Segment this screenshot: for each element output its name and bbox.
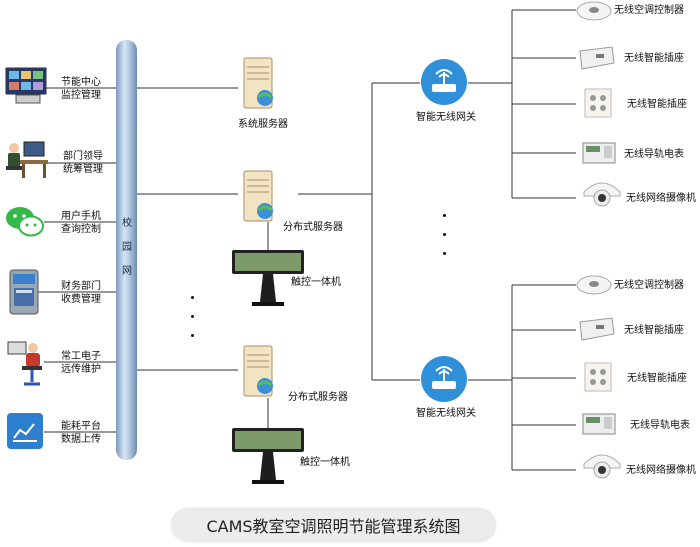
smart-socket-icon — [576, 45, 616, 75]
device-bottom-label-2: 无线智能插座 — [624, 325, 684, 336]
gateway-2-label: 智能无线网关 — [416, 408, 476, 419]
device-top-label-3: 无线智能插座 — [627, 99, 687, 110]
distributed-server-2-icon — [238, 343, 278, 403]
ac-controller-icon — [576, 0, 612, 26]
din-rail-meter-icon — [582, 413, 616, 439]
campus-network-backbone — [116, 40, 137, 460]
technician-icon — [6, 340, 46, 392]
device-bottom-label-5: 无线网络摄像机 — [626, 465, 696, 476]
desk-operator-icon — [2, 138, 50, 184]
node-label-energy-platform: 能耗平台 数据上传 — [61, 421, 101, 445]
touch-terminal-2-icon — [230, 426, 306, 490]
device-top-label-5: 无线网络摄像机 — [626, 193, 696, 204]
distributed-server-1-label: 分布式服务器 — [283, 222, 343, 233]
system-server-icon — [238, 55, 278, 115]
device-bottom-label-1: 无线空调控制器 — [614, 280, 684, 291]
wireless-gateway-1-icon — [420, 58, 468, 110]
touch-terminal-1-label: 触控一体机 — [291, 277, 341, 288]
touch-terminal-2-label: 触控一体机 — [300, 457, 350, 468]
wechat-icon — [4, 203, 46, 245]
network-camera-icon — [582, 452, 622, 486]
device-top-label-4: 无线导轨电表 — [624, 149, 684, 160]
din-rail-meter-icon — [582, 142, 616, 168]
device-bottom-label-3: 无线智能插座 — [627, 373, 687, 384]
system-server-label: 系统服务器 — [238, 119, 288, 130]
smart-switch-panel-icon — [584, 362, 612, 396]
more-servers-dots — [191, 296, 194, 353]
distributed-server-2-label: 分布式服务器 — [288, 392, 348, 403]
more-gateways-dots — [443, 214, 446, 271]
smart-socket-icon — [576, 316, 616, 346]
touch-terminal-1-icon — [230, 248, 306, 312]
chart-tile-icon — [6, 412, 44, 454]
node-label-department-leader: 部门领导 统筹管理 — [63, 151, 103, 175]
diagram-title: CAMS教室空调照明节能管理系统图 — [172, 509, 495, 541]
node-label-remote-maintenance: 常工电子 远传维护 — [61, 351, 101, 375]
device-bottom-label-4: 无线导轨电表 — [630, 420, 690, 431]
node-label-energy-center: 节能中心 监控管理 — [61, 77, 101, 101]
node-label-user-phone: 用户手机 查询控制 — [61, 211, 101, 235]
monitor-wall-icon — [4, 66, 48, 110]
device-top-label-2: 无线智能插座 — [624, 53, 684, 64]
card-terminal-icon — [8, 268, 40, 320]
device-top-label-1: 无线空调控制器 — [614, 5, 684, 16]
node-label-finance: 财务部门 收费管理 — [61, 281, 101, 305]
backbone-label: 校园网 — [122, 218, 132, 277]
network-camera-icon — [582, 180, 622, 214]
gateway-1-label: 智能无线网关 — [416, 112, 476, 123]
ac-controller-icon — [576, 274, 612, 300]
distributed-server-1-icon — [238, 168, 278, 228]
wireless-gateway-2-icon — [420, 355, 468, 407]
smart-switch-panel-icon — [584, 88, 612, 122]
